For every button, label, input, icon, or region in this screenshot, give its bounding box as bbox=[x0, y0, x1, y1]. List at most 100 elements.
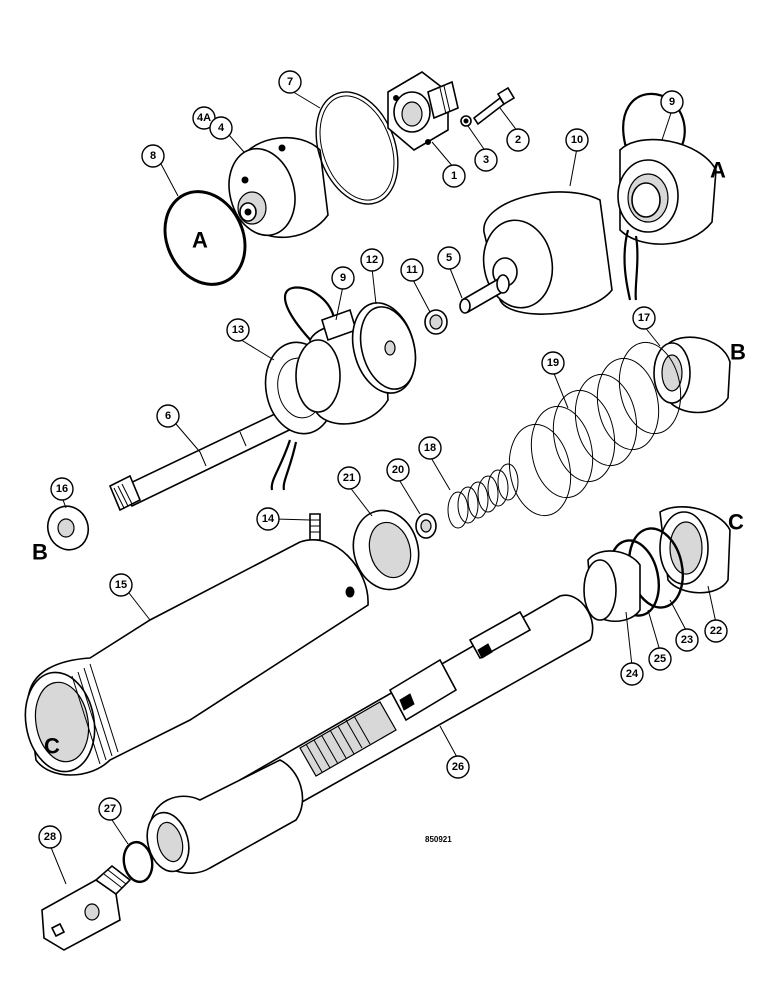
part-cylinder-tube bbox=[146, 759, 304, 874]
callout-22: 22 bbox=[704, 619, 728, 643]
callout-14: 14 bbox=[256, 507, 280, 531]
callout-label: 16 bbox=[56, 483, 68, 495]
callout-label: 7 bbox=[287, 76, 293, 88]
callout-circle bbox=[565, 128, 589, 152]
callout-circle bbox=[256, 507, 280, 531]
part-o-ring-8 bbox=[163, 190, 247, 286]
callout-label: 26 bbox=[452, 761, 464, 773]
callout-16: 16 bbox=[50, 477, 74, 501]
callout-1: 1 bbox=[442, 164, 466, 188]
part-bushing-11 bbox=[424, 309, 448, 335]
callout-9: 9 bbox=[331, 266, 355, 290]
part-end-cap-4 bbox=[228, 136, 329, 239]
callout-circle bbox=[50, 477, 74, 501]
callout-label: 4 bbox=[218, 122, 225, 134]
callout-label: 13 bbox=[232, 324, 244, 336]
part-spool-26 bbox=[236, 594, 594, 823]
callout-label: 19 bbox=[547, 357, 559, 369]
callout-label: 1 bbox=[451, 170, 457, 182]
callout-label: 14 bbox=[262, 513, 275, 525]
callout-circle bbox=[141, 144, 165, 168]
callout-20: 20 bbox=[386, 458, 410, 482]
callout-label: 12 bbox=[366, 254, 378, 266]
callout-circle bbox=[541, 351, 565, 375]
callout-label: 9 bbox=[340, 272, 346, 284]
callout-label: 23 bbox=[681, 634, 693, 646]
reference-letter-c: C bbox=[44, 734, 60, 759]
part-spring-19 bbox=[508, 341, 682, 517]
callout-23: 23 bbox=[675, 628, 699, 652]
callout-label: 3 bbox=[483, 154, 489, 166]
callout-circle bbox=[620, 662, 644, 686]
callout-26: 26 bbox=[446, 755, 470, 779]
callout-circle bbox=[442, 164, 466, 188]
callout-circle bbox=[632, 306, 656, 330]
reference-letters: A A B B C C bbox=[32, 158, 746, 759]
callout-label: 28 bbox=[44, 831, 56, 843]
part-o-ring-27 bbox=[122, 840, 154, 884]
part-shaft-6 bbox=[108, 400, 312, 512]
callout-label: 27 bbox=[104, 803, 116, 815]
callout-18: 18 bbox=[418, 436, 442, 460]
callout-3: 3 bbox=[474, 148, 498, 172]
callout-circle bbox=[337, 466, 361, 490]
part-washer-3 bbox=[460, 115, 472, 127]
callout-circle bbox=[474, 148, 498, 172]
callout-label: 8 bbox=[150, 150, 156, 162]
callout-circle bbox=[704, 619, 728, 643]
callout-label: 15 bbox=[115, 579, 127, 591]
callout-4: 4 bbox=[209, 116, 233, 140]
callout-circle bbox=[675, 628, 699, 652]
callout-circle bbox=[418, 436, 442, 460]
callout-9: 9 bbox=[660, 90, 684, 114]
callout-27: 27 bbox=[98, 797, 122, 821]
part-bolt-2 bbox=[472, 86, 516, 126]
callout-10: 10 bbox=[565, 128, 589, 152]
callout-circle bbox=[506, 128, 530, 152]
callout-circle bbox=[360, 248, 384, 272]
callout-label: 10 bbox=[571, 134, 583, 146]
callout-label: 11 bbox=[406, 264, 418, 276]
reference-letter-b: B bbox=[730, 340, 746, 365]
callout-8: 8 bbox=[141, 144, 165, 168]
callout-circle bbox=[109, 573, 133, 597]
callout-17: 17 bbox=[632, 306, 656, 330]
callout-circle bbox=[386, 458, 410, 482]
part-plunger-5 bbox=[459, 274, 510, 314]
part-snap-ring-7 bbox=[315, 91, 399, 205]
callout-label: 9 bbox=[669, 96, 675, 108]
callout-label: 4A bbox=[197, 112, 211, 124]
callout-25: 25 bbox=[648, 647, 672, 671]
drawing-code: 850921 bbox=[425, 835, 452, 844]
callout-label: 21 bbox=[343, 472, 355, 484]
callout-label: 24 bbox=[626, 668, 639, 680]
callout-13: 13 bbox=[226, 318, 250, 342]
part-spring-cup-21 bbox=[352, 509, 420, 591]
callout-label: 6 bbox=[165, 410, 171, 422]
callout-circle bbox=[400, 258, 424, 282]
callout-label: 22 bbox=[710, 625, 722, 637]
callout-bubbles: 1234A45678991011121314151617181920212223… bbox=[38, 70, 728, 849]
callout-circle bbox=[226, 318, 250, 342]
callout-circle bbox=[38, 825, 62, 849]
reference-letter-c: C bbox=[728, 510, 744, 535]
callout-circle bbox=[648, 647, 672, 671]
callout-11: 11 bbox=[400, 258, 424, 282]
reference-letter-a: A bbox=[192, 228, 208, 253]
part-clevis-28 bbox=[41, 864, 132, 951]
callout-15: 15 bbox=[109, 573, 133, 597]
part-sleeve-24 bbox=[583, 550, 641, 622]
part-flange-1 bbox=[387, 71, 459, 151]
callout-circle bbox=[156, 404, 180, 428]
part-washer-20 bbox=[415, 513, 437, 539]
reference-letter-a: A bbox=[710, 158, 726, 183]
part-housing-15 bbox=[24, 539, 369, 776]
callout-circle bbox=[278, 70, 302, 94]
callout-12: 12 bbox=[360, 248, 384, 272]
part-disc-12 bbox=[351, 302, 417, 394]
reference-letter-b: B bbox=[32, 540, 48, 565]
callout-19: 19 bbox=[541, 351, 565, 375]
callout-circle bbox=[446, 755, 470, 779]
callout-label: 20 bbox=[392, 464, 404, 476]
